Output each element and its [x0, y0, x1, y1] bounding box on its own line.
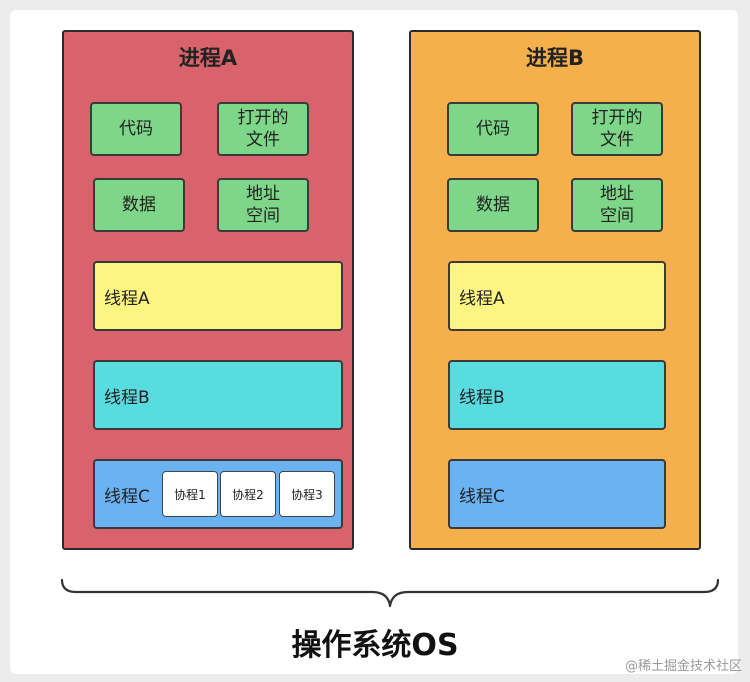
thread-label: 线程C — [459, 486, 505, 507]
process-a-box: 进程A 代码 打开的 文件 数据 地址 空间 线程A 线程B 线程C 协程1 协… — [62, 30, 354, 550]
thread-label: 线程A — [104, 288, 150, 309]
process-a-data: 数据 — [93, 178, 185, 232]
process-a-code: 代码 — [90, 102, 182, 156]
process-b-title: 进程B — [525, 46, 584, 70]
watermark: @稀土掘金技术社区 — [624, 659, 742, 674]
thread-label: 线程C — [104, 486, 150, 507]
process-b-code: 代码 — [447, 102, 539, 156]
process-b-open-files: 打开的 文件 — [571, 102, 663, 156]
process-b-data: 数据 — [447, 178, 539, 232]
thread-label: 线程A — [459, 288, 505, 309]
process-b-thread-a: 线程A — [448, 261, 666, 331]
process-a-thread-c: 线程C 协程1 协程2 协程3 — [93, 459, 343, 529]
process-a-thread-b: 线程B — [93, 360, 343, 430]
process-b-thread-b: 线程B — [448, 360, 666, 430]
process-a-title: 进程A — [178, 46, 238, 70]
coroutine-2: 协程2 — [220, 471, 276, 517]
coroutine-3: 协程3 — [279, 471, 335, 517]
os-label: 操作系统OS — [291, 628, 459, 663]
thread-label: 线程B — [459, 387, 505, 408]
process-b-address-space: 地址 空间 — [571, 178, 663, 232]
process-a-address-space: 地址 空间 — [217, 178, 309, 232]
thread-label: 线程B — [104, 387, 150, 408]
process-b-box: 进程B 代码 打开的 文件 数据 地址 空间 线程A 线程B 线程C — [409, 30, 701, 550]
process-a-thread-a: 线程A — [93, 261, 343, 331]
coroutine-1: 协程1 — [162, 471, 218, 517]
os-brace — [60, 578, 720, 608]
process-a-open-files: 打开的 文件 — [217, 102, 309, 156]
process-b-thread-c: 线程C — [448, 459, 666, 529]
